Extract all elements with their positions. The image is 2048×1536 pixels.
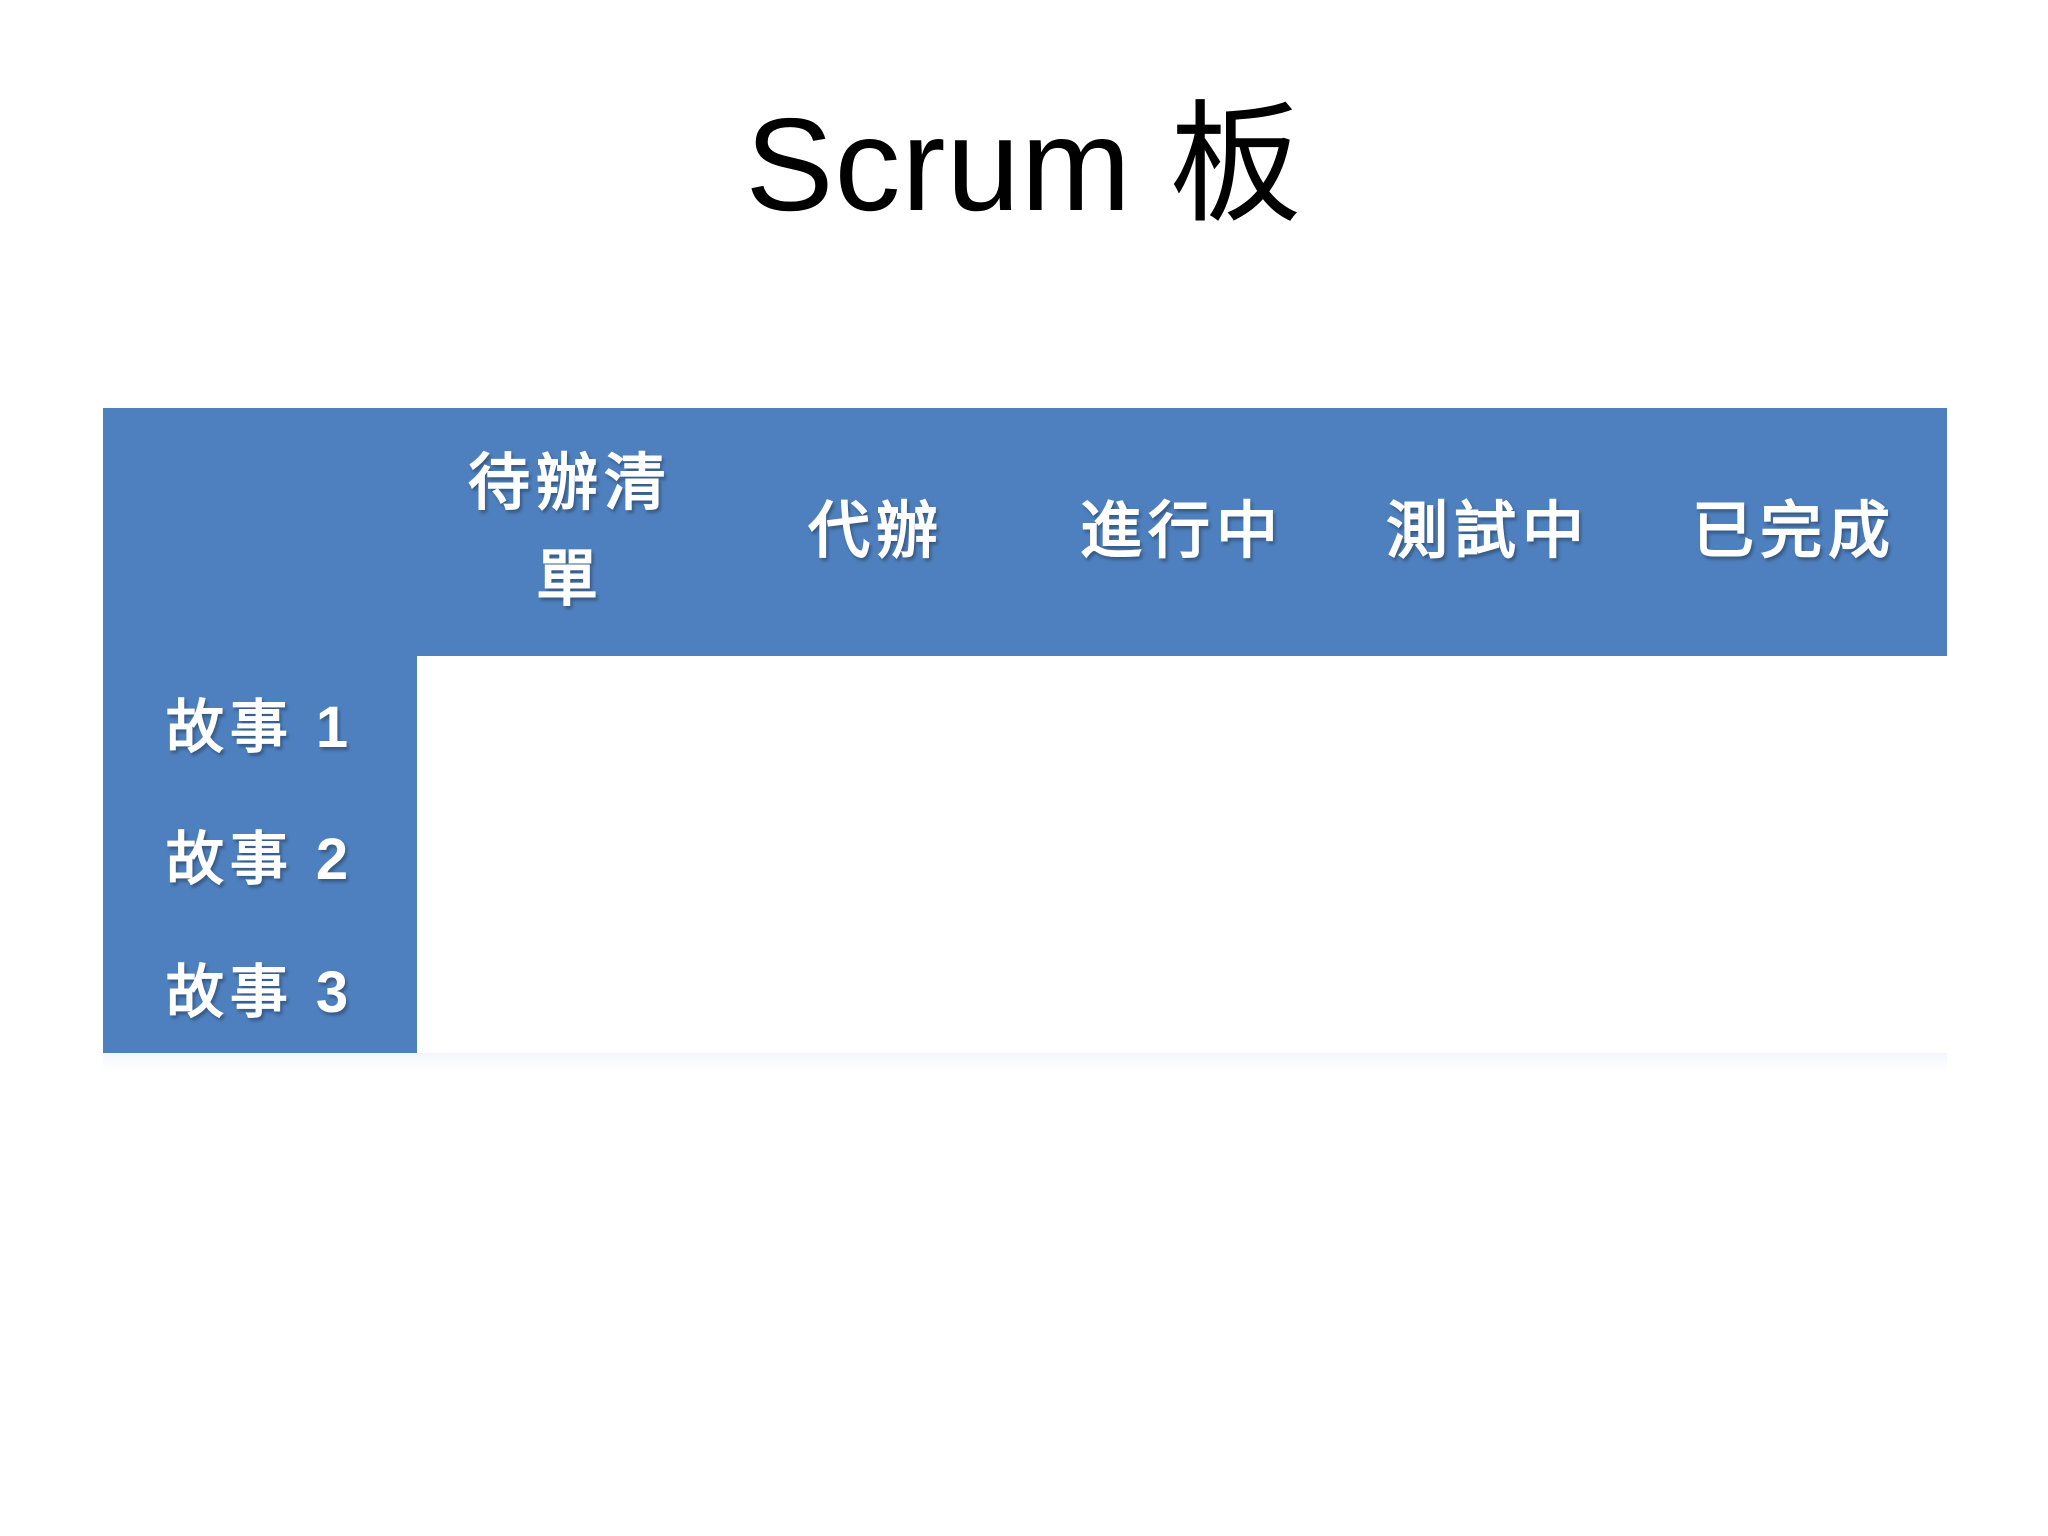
header-label-todo: 代辦 <box>807 496 944 566</box>
cell-story1-done <box>1641 656 1947 788</box>
cell-story3-todo <box>723 921 1029 1053</box>
scrum-board-table: 待辦清單 代辦 進行中 測試中 已完成 故事 1 故事 2 故事 3 <box>103 408 1947 1053</box>
cell-story3-testing <box>1335 921 1641 1053</box>
row-label-story1: 故事 1 <box>103 656 417 789</box>
cell-story2-todo <box>723 788 1029 920</box>
header-cell-todo: 代辦 <box>723 408 1029 656</box>
cell-story1-backlog <box>417 656 723 788</box>
cell-story2-done <box>1641 788 1947 920</box>
header-label-testing: 測試中 <box>1385 496 1590 566</box>
header-label-in-progress: 進行中 <box>1079 496 1284 566</box>
table-bottom-reflection <box>103 1053 1947 1071</box>
header-label-done: 已完成 <box>1691 496 1896 566</box>
cell-story2-in-progress <box>1029 788 1335 920</box>
cell-story2-backlog <box>417 788 723 920</box>
header-cell-backlog: 待辦清單 <box>417 408 723 656</box>
cell-story1-testing <box>1335 656 1641 788</box>
header-cell-testing: 測試中 <box>1335 408 1641 656</box>
row-label-story3: 故事 3 <box>103 920 417 1053</box>
cell-story3-in-progress <box>1029 921 1335 1053</box>
cell-story2-testing <box>1335 788 1641 920</box>
header-corner-cell <box>103 408 417 656</box>
header-cell-in-progress: 進行中 <box>1029 408 1335 656</box>
cell-story3-backlog <box>417 921 723 1053</box>
cell-story1-in-progress <box>1029 656 1335 788</box>
row-label-story2: 故事 2 <box>103 788 417 921</box>
cell-story3-done <box>1641 921 1947 1053</box>
page-title: Scrum 板 <box>745 91 1303 238</box>
header-label-backlog: 待辦清單 <box>467 448 672 614</box>
cell-story1-todo <box>723 656 1029 788</box>
header-cell-done: 已完成 <box>1641 408 1947 656</box>
